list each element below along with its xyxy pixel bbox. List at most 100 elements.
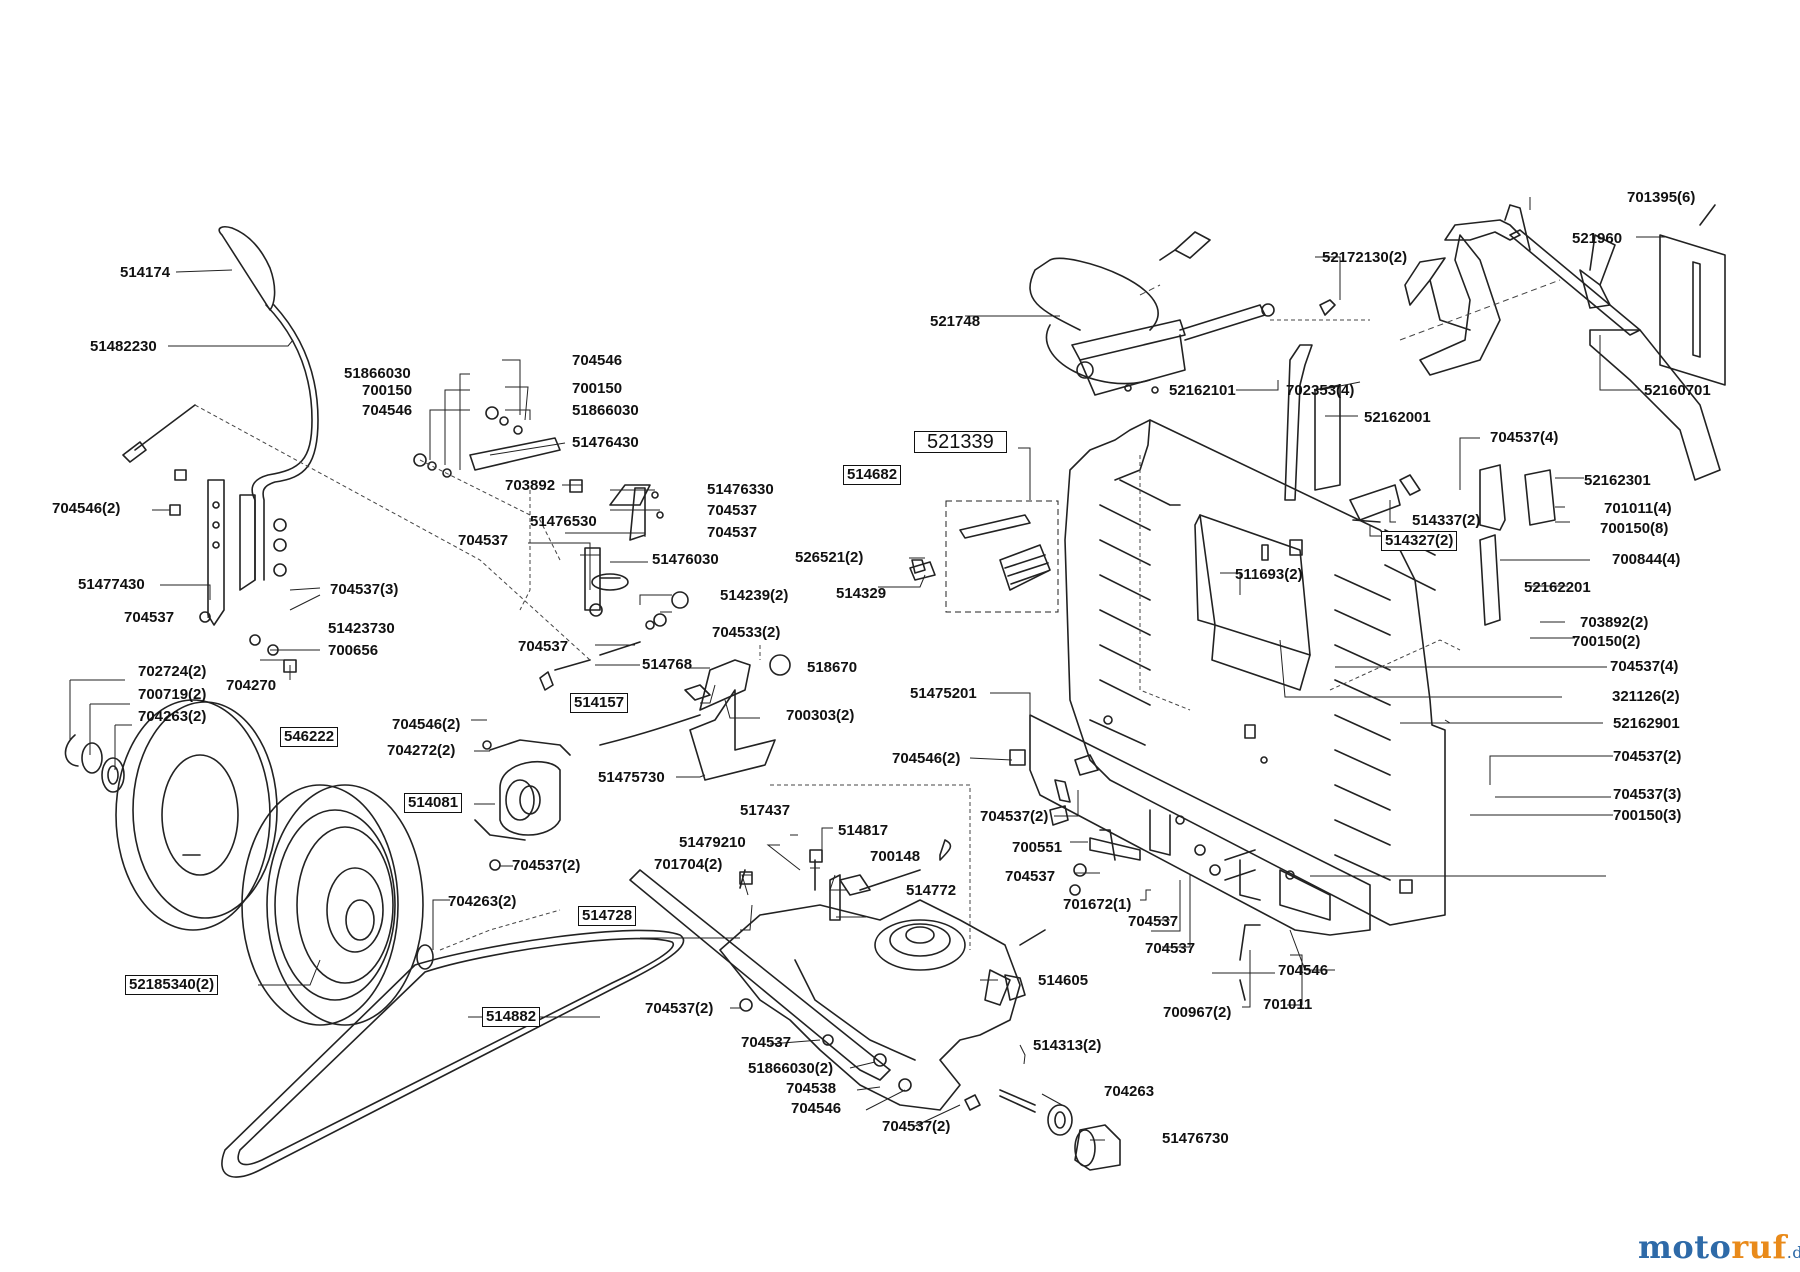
part-label: 704537(2) xyxy=(882,1118,951,1135)
part-label: 700551 xyxy=(1012,839,1063,856)
part-label: 700150(3) xyxy=(1613,807,1682,824)
axle-spacer xyxy=(999,1089,1121,1171)
part-label: 52172130(2) xyxy=(1322,249,1408,266)
part-label: 704537(3) xyxy=(330,581,399,598)
part-label: 51476030 xyxy=(652,551,719,568)
part-label: 700150(8) xyxy=(1600,520,1669,537)
part-label: 51479210 xyxy=(679,834,746,851)
part-label: 514313(2) xyxy=(1033,1037,1102,1054)
watermark-part3: .de xyxy=(1786,1243,1800,1262)
part-label: 704537 xyxy=(1145,940,1196,957)
leader-lines xyxy=(194,279,1561,951)
part-label: 51866030 xyxy=(572,402,639,419)
part-label: 704537 xyxy=(124,609,175,626)
part-label: 704270 xyxy=(226,677,277,694)
part-label: 704537 xyxy=(707,502,758,519)
throttle-cable xyxy=(134,404,196,451)
shift-linkage xyxy=(413,406,689,630)
rear-wheel xyxy=(241,784,434,1026)
part-label: 514329 xyxy=(836,585,887,602)
part-label: 514817 xyxy=(838,822,889,839)
part-label: 704546 xyxy=(1278,962,1329,979)
part-label: 52162001 xyxy=(1364,409,1431,426)
part-label: 51476730 xyxy=(1162,1130,1229,1147)
part-label: 704537 xyxy=(458,532,509,549)
part-label: 51476530 xyxy=(530,513,597,530)
part-label: 321126(2) xyxy=(1612,688,1680,705)
part-label: 700150 xyxy=(362,382,413,399)
fender-panel xyxy=(1064,419,1446,926)
part-label: 700150(2) xyxy=(1572,633,1641,650)
callout-lines xyxy=(69,197,1665,1141)
part-label: 704546 xyxy=(362,402,413,419)
part-label: 704263(2) xyxy=(448,893,517,910)
seat-switch xyxy=(1349,474,1421,523)
part-label: 51866030(2) xyxy=(748,1060,834,1077)
part-label: 700844(4) xyxy=(1612,551,1681,568)
part-label: 704537 xyxy=(741,1034,792,1051)
part-label: 51482230 xyxy=(90,338,157,355)
part-label-boxed: 514081 xyxy=(404,793,463,813)
module-parts xyxy=(909,514,1051,591)
control-bracket xyxy=(599,654,791,781)
transaxle-fasteners xyxy=(739,839,1046,1111)
part-label: 700656 xyxy=(328,642,379,659)
part-label: 701672(1) xyxy=(1063,896,1132,913)
part-label: 51423730 xyxy=(328,620,395,637)
wheel-washers xyxy=(64,734,125,793)
part-label: 702724(2) xyxy=(138,663,207,680)
rear-tire xyxy=(115,699,278,931)
watermark-part2: ruf xyxy=(1731,1228,1787,1266)
part-label: 52162901 xyxy=(1613,715,1680,732)
bolt-group-left xyxy=(169,469,297,673)
part-label: 51476430 xyxy=(572,434,639,451)
part-label: 701395(6) xyxy=(1627,189,1696,206)
part-label: 511693(2) xyxy=(1235,566,1303,583)
gear-lever xyxy=(218,226,319,581)
part-label: 514605 xyxy=(1038,972,1089,989)
watermark-logo: motoruf.de xyxy=(1638,1228,1800,1266)
part-label: 704546(2) xyxy=(392,716,461,733)
part-label: 700150 xyxy=(572,380,623,397)
part-label: 700303(2) xyxy=(786,707,855,724)
part-label: 702353(4) xyxy=(1286,382,1355,399)
drive-belt xyxy=(221,929,685,1178)
part-label: 704537(2) xyxy=(980,808,1049,825)
part-label: 704533(2) xyxy=(712,624,781,641)
part-label: 704537 xyxy=(518,638,569,655)
part-label-boxed: 514682 xyxy=(843,465,902,485)
part-label: 51866030 xyxy=(344,365,411,382)
part-label: 703892 xyxy=(505,477,556,494)
part-label: 704546(2) xyxy=(52,500,121,517)
part-label-boxed: 514327(2) xyxy=(1381,531,1458,551)
control-cable xyxy=(554,641,641,671)
part-label: 517437 xyxy=(740,802,791,819)
part-label: 704263(2) xyxy=(138,708,207,725)
assembly-label-boxed: 521339 xyxy=(914,431,1007,453)
seat-plate xyxy=(1659,204,1726,386)
part-label: 704537(2) xyxy=(1613,748,1682,765)
part-label-boxed: 514157 xyxy=(570,693,629,713)
watermark-part1: moto xyxy=(1638,1228,1732,1266)
part-label: 51475201 xyxy=(910,685,977,702)
part-label-boxed: 514882 xyxy=(482,1007,541,1027)
part-label-boxed: 52185340(2) xyxy=(125,975,219,995)
part-label: 518670 xyxy=(807,659,858,676)
part-label: 704537(3) xyxy=(1613,786,1682,803)
part-label: 52160701 xyxy=(1644,382,1711,399)
part-label: 704546 xyxy=(572,352,623,369)
part-label-boxed: 546222 xyxy=(280,727,339,747)
part-label: 51475730 xyxy=(598,769,665,786)
seat-hinges xyxy=(1284,344,1556,626)
lever-plate xyxy=(207,479,287,626)
part-label: 704537 xyxy=(707,524,758,541)
part-label: 514772 xyxy=(906,882,957,899)
part-label: 704272(2) xyxy=(387,742,456,759)
part-label: 521960 xyxy=(1572,230,1623,247)
part-label: 526521(2) xyxy=(795,549,864,566)
frame-rail xyxy=(1029,714,1371,936)
part-label: 704537(4) xyxy=(1490,429,1559,446)
part-label: 704537 xyxy=(1005,868,1056,885)
part-label-boxed: 514728 xyxy=(578,906,637,926)
part-label: 703892(2) xyxy=(1580,614,1649,631)
